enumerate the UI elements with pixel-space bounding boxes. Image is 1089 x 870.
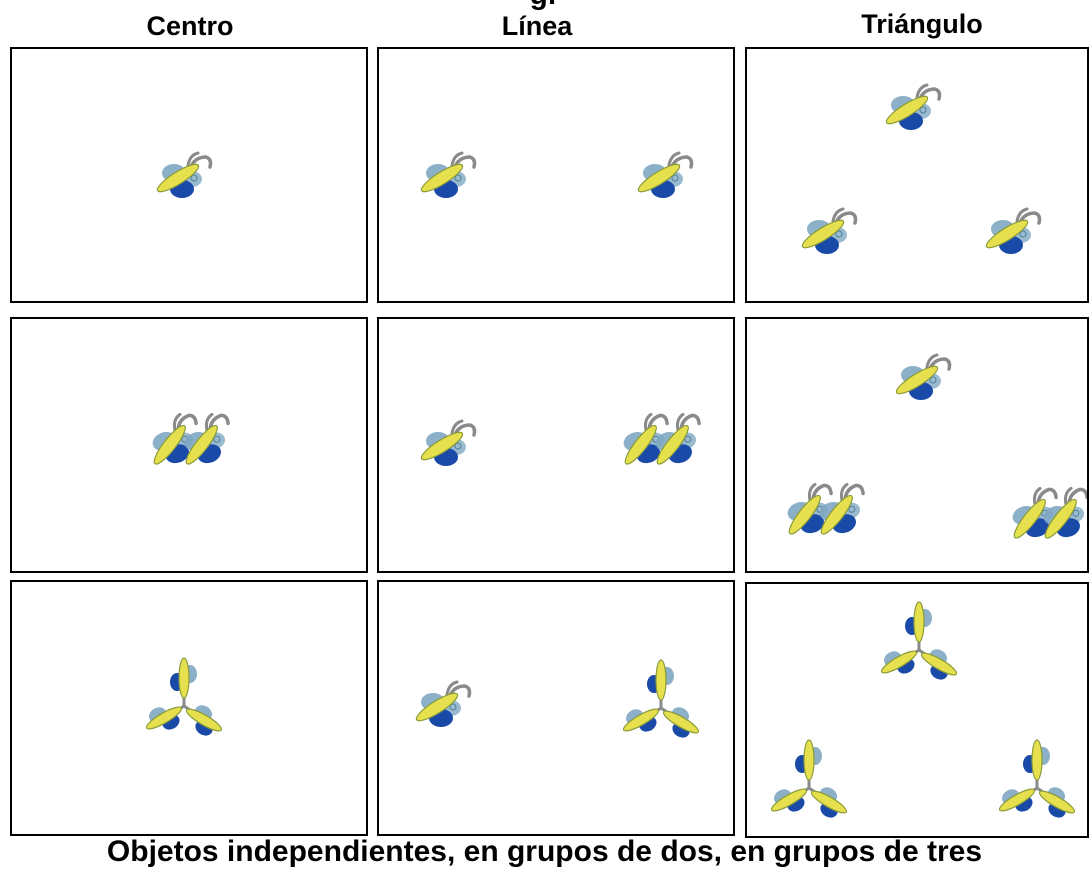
column-header-triangulo: Triángulo	[861, 9, 983, 39]
panel-linea-triples	[377, 580, 735, 836]
panel-triangulo-triples	[745, 582, 1089, 838]
firefly-icon	[772, 353, 1087, 548]
firefly-icon	[411, 582, 733, 834]
panel-centro-pairs	[10, 317, 368, 573]
firefly-icon	[416, 408, 712, 474]
firefly-icon	[12, 582, 366, 834]
panel-linea-pairs	[377, 317, 735, 573]
footer-caption: Objetos independientes, en grupos de dos…	[106, 835, 983, 868]
column-header-linea: Línea	[501, 11, 573, 41]
panel-triangulo-pairs	[745, 317, 1089, 573]
firefly-icon	[416, 151, 694, 200]
firefly-icon	[137, 408, 241, 474]
firefly-icon	[747, 584, 1089, 836]
firefly-icon	[152, 151, 213, 200]
panel-linea-single	[377, 47, 735, 303]
panel-centro-single	[10, 47, 368, 303]
firefly-icon	[797, 83, 1042, 256]
panel-centro-triples	[10, 580, 368, 836]
cropped-title: gr	[0, 0, 1089, 12]
panel-triangulo-single	[745, 47, 1089, 303]
column-header-centro: Centro	[146, 11, 234, 41]
